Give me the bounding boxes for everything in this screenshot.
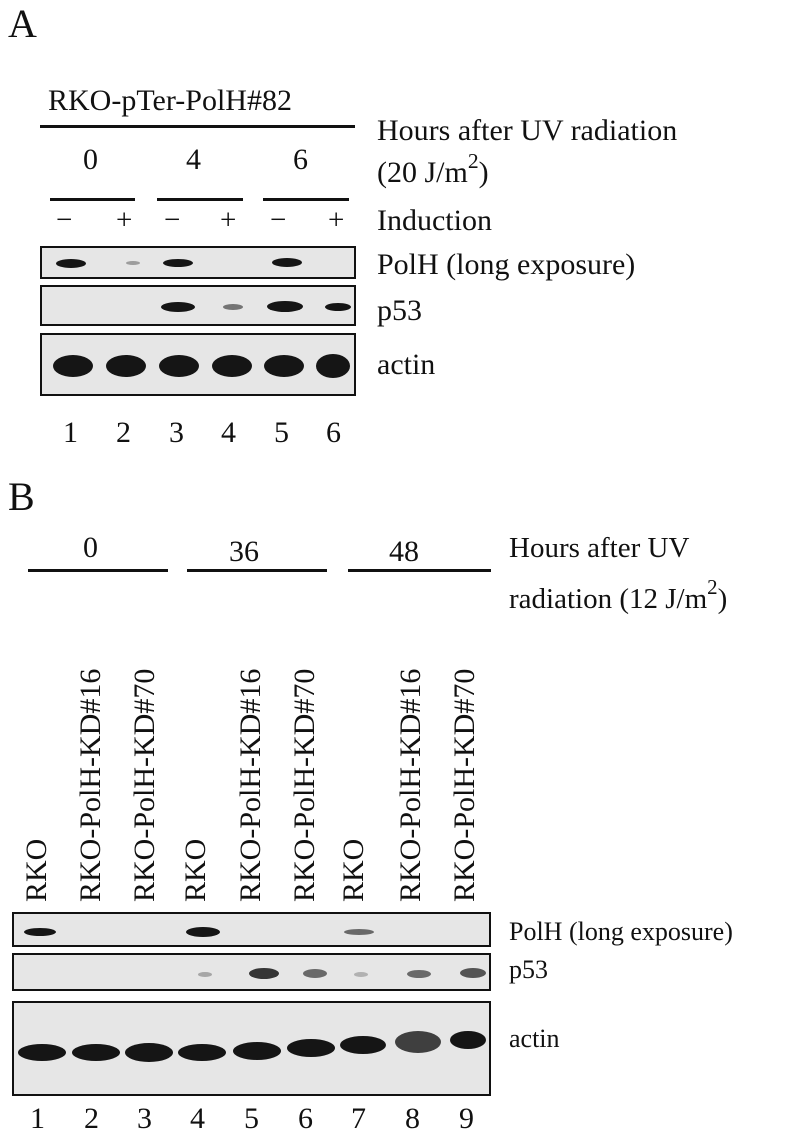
blot-band — [126, 261, 140, 265]
sample-label: RKO — [179, 838, 212, 902]
panel-a-dose-label: (20 J/m2) — [377, 149, 489, 189]
blot-band — [159, 355, 199, 377]
blot-band — [249, 968, 279, 979]
blot-band — [316, 354, 350, 378]
sample-label: RKO-PolH-KD#70 — [448, 668, 481, 902]
panel-b-lane-number: 4 — [190, 1102, 205, 1135]
blot-band — [264, 355, 304, 377]
panel-a-polh-label: PolH (long exposure) — [377, 248, 636, 281]
sample-label: RKO — [337, 838, 370, 902]
panel-a-group-bar-1 — [50, 198, 135, 201]
blot-band — [186, 927, 220, 937]
panel-b-actin-label: actin — [509, 1024, 560, 1053]
blot-band — [233, 1042, 281, 1060]
panel-b-polh-label: PolH (long exposure) — [509, 917, 733, 946]
blot-band — [178, 1044, 226, 1061]
panel-a-label: A — [8, 1, 37, 46]
panel-a-induction-mark: − — [164, 204, 181, 236]
panel-a-actin-blot — [40, 333, 356, 396]
blot-band — [325, 303, 351, 311]
blot-band — [223, 304, 243, 310]
panel-b-lane-number: 5 — [244, 1102, 259, 1135]
panel-b-timepoint-48: 48 — [389, 535, 419, 568]
blot-band — [344, 929, 374, 935]
panel-a-cell-line-bar — [40, 125, 355, 128]
panel-b-lane-number: 1 — [30, 1102, 45, 1135]
panel-a-p53-label: p53 — [377, 294, 422, 327]
panel-a-timepoint-0: 0 — [83, 143, 98, 176]
panel-b-label: B — [8, 474, 35, 519]
panel-b-polh-blot — [12, 912, 491, 947]
panel-b-timepoint-0: 0 — [83, 531, 98, 564]
panel-a-actin-label: actin — [377, 348, 436, 381]
panel-a-p53-blot — [40, 285, 356, 326]
blot-band — [303, 969, 327, 978]
sample-label: RKO-PolH-KD#70 — [128, 668, 161, 902]
blot-band — [340, 1036, 386, 1054]
panel-b-p53-label: p53 — [509, 955, 548, 984]
panel-a-lane-number: 2 — [116, 416, 131, 449]
panel-a-induction-mark: + — [328, 204, 345, 236]
blot-band — [460, 968, 486, 978]
panel-a-lane-number: 1 — [63, 416, 78, 449]
panel-a-lane-number: 6 — [326, 416, 341, 449]
blot-band — [125, 1043, 173, 1062]
panel-b-group-bar-3 — [348, 569, 491, 572]
blot-band — [163, 259, 193, 267]
blot-band — [287, 1039, 335, 1057]
blot-band — [56, 259, 86, 268]
blot-band — [198, 972, 212, 977]
panel-b-p53-blot — [12, 953, 491, 991]
blot-band — [272, 258, 302, 267]
panel-a-induction-mark: − — [270, 204, 287, 236]
panel-b-lane-number: 8 — [405, 1102, 420, 1135]
panel-a-lane-number: 5 — [274, 416, 289, 449]
blot-band — [407, 970, 431, 978]
panel-a-polh-blot — [40, 246, 356, 279]
panel-a-timepoint-6: 6 — [293, 143, 308, 176]
blot-band — [72, 1044, 120, 1061]
panel-b-lane-number: 9 — [459, 1102, 474, 1135]
blot-band — [354, 972, 368, 977]
panel-b-timepoint-36: 36 — [229, 535, 259, 568]
blot-band — [395, 1031, 441, 1053]
panel-b-hours-label: Hours after UV — [509, 532, 690, 564]
blot-band — [53, 355, 93, 377]
panel-a-induction-label: Induction — [377, 204, 492, 237]
panel-a-hours-label: Hours after UV radiation — [377, 114, 678, 147]
panel-a-timepoint-4: 4 — [186, 143, 201, 176]
sample-label: RKO-PolH-KD#70 — [288, 668, 321, 902]
panel-a-group-bar-2 — [157, 198, 243, 201]
panel-b-group-bar-2 — [187, 569, 327, 572]
sample-label: RKO — [20, 838, 53, 902]
sample-label: RKO-PolH-KD#16 — [74, 668, 107, 902]
panel-a-lane-number: 3 — [169, 416, 184, 449]
blot-band — [212, 355, 252, 377]
panel-b-lane-number: 2 — [84, 1102, 99, 1135]
sample-label: RKO-PolH-KD#16 — [394, 668, 427, 902]
blot-band — [450, 1031, 486, 1049]
panel-b-actin-blot — [12, 1001, 491, 1096]
panel-b-lane-number: 3 — [137, 1102, 152, 1135]
blot-band — [267, 301, 303, 312]
panel-a-induction-mark: − — [56, 204, 73, 236]
panel-a-lane-number: 4 — [221, 416, 236, 449]
panel-b-lane-number: 7 — [351, 1102, 366, 1135]
blot-band — [24, 928, 56, 936]
panel-a-induction-mark: + — [116, 204, 133, 236]
panel-a-induction-mark: + — [220, 204, 237, 236]
panel-b-lane-number: 6 — [298, 1102, 313, 1135]
panel-a-cell-line: RKO-pTer-PolH#82 — [48, 84, 292, 117]
blot-band — [161, 302, 195, 312]
sample-label: RKO-PolH-KD#16 — [234, 668, 267, 902]
blot-band — [18, 1044, 66, 1061]
blot-band — [106, 355, 146, 377]
panel-a-group-bar-3 — [263, 198, 349, 201]
panel-b-group-bar-1 — [28, 569, 168, 572]
panel-b-radiation-label: radiation (12 J/m2) — [509, 575, 728, 615]
